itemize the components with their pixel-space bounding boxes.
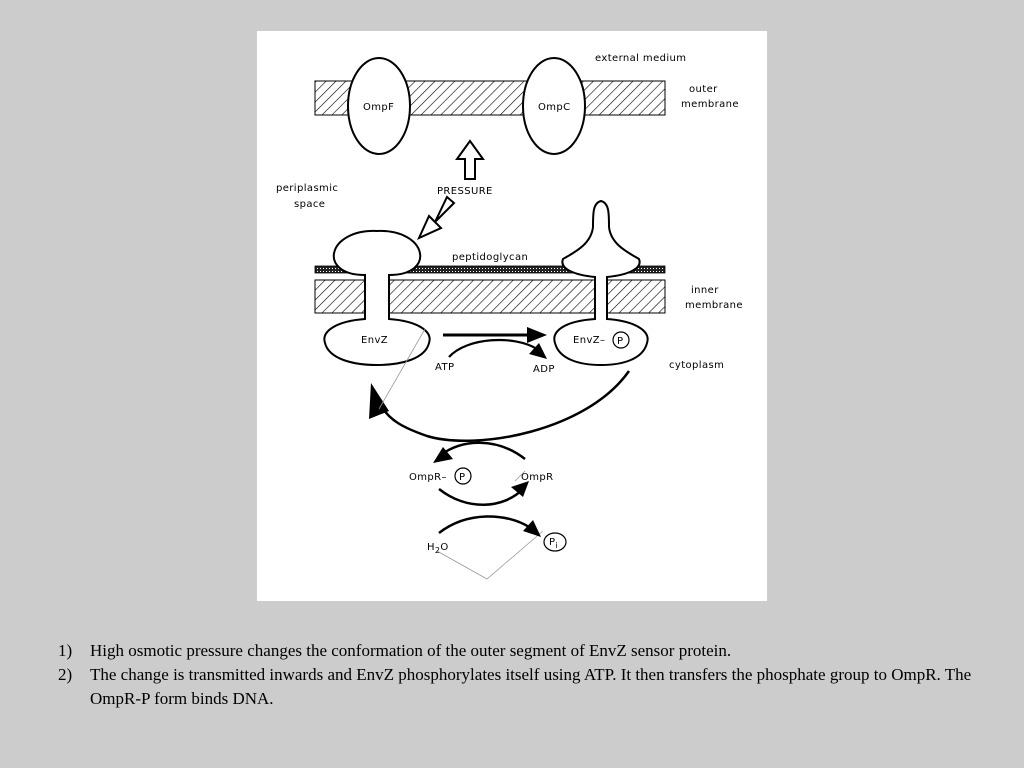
periplasmic-label-line2: space (294, 199, 325, 210)
ompc-label: OmpC (538, 102, 571, 113)
signal-transduction-diagram: external medium outer membrane OmpF OmpC… (257, 31, 767, 601)
pressure-label: PRESSURE (437, 186, 493, 197)
water-label: H2O (427, 542, 449, 555)
atp-label: ATP (435, 362, 454, 373)
ompf-label: OmpF (363, 102, 394, 113)
phosphotransfer-return-arrow (369, 371, 629, 441)
outer-membrane-label-line2: membrane (681, 99, 739, 110)
outer-membrane-label-line1: outer (689, 84, 718, 95)
explanation-list: 1) High osmotic pressure changes the con… (58, 639, 978, 711)
item-text: The change is transmitted inwards and En… (90, 665, 971, 708)
ompr-label: OmpR (521, 472, 554, 483)
item-text: High osmotic pressure changes the confor… (90, 641, 731, 660)
pressure-diagonal-arrow (419, 197, 454, 238)
ompr-cycle-top-arrow (433, 443, 525, 463)
periplasmic-label-line1: periplasmic (276, 183, 338, 194)
explanation-item: 2) The change is transmitted inwards and… (58, 663, 978, 711)
phosphate-label-envz: P (617, 336, 623, 347)
atp-adp-arrow (449, 340, 547, 359)
item-number: 1) (58, 639, 72, 663)
explanation-item: 1) High osmotic pressure changes the con… (58, 639, 978, 663)
ompr-cycle-bottom-arrow (439, 481, 529, 505)
inner-membrane-label-line1: inner (691, 285, 719, 296)
ompr-p-label: OmpR– (409, 472, 447, 483)
item-number: 2) (58, 663, 72, 687)
envz-label: EnvZ (361, 335, 388, 346)
adp-label: ADP (533, 364, 555, 375)
peptidoglycan-label: peptidoglycan (452, 252, 528, 263)
hydrolysis-arrow (439, 516, 541, 537)
cytoplasm-label: cytoplasm (669, 360, 724, 371)
pressure-up-arrow (457, 141, 483, 179)
phosphate-label-ompr: P (459, 472, 465, 483)
envz-p-label: EnvZ– (573, 335, 605, 346)
inner-membrane-label-line2: membrane (685, 300, 743, 311)
external-medium-label: external medium (595, 53, 686, 64)
